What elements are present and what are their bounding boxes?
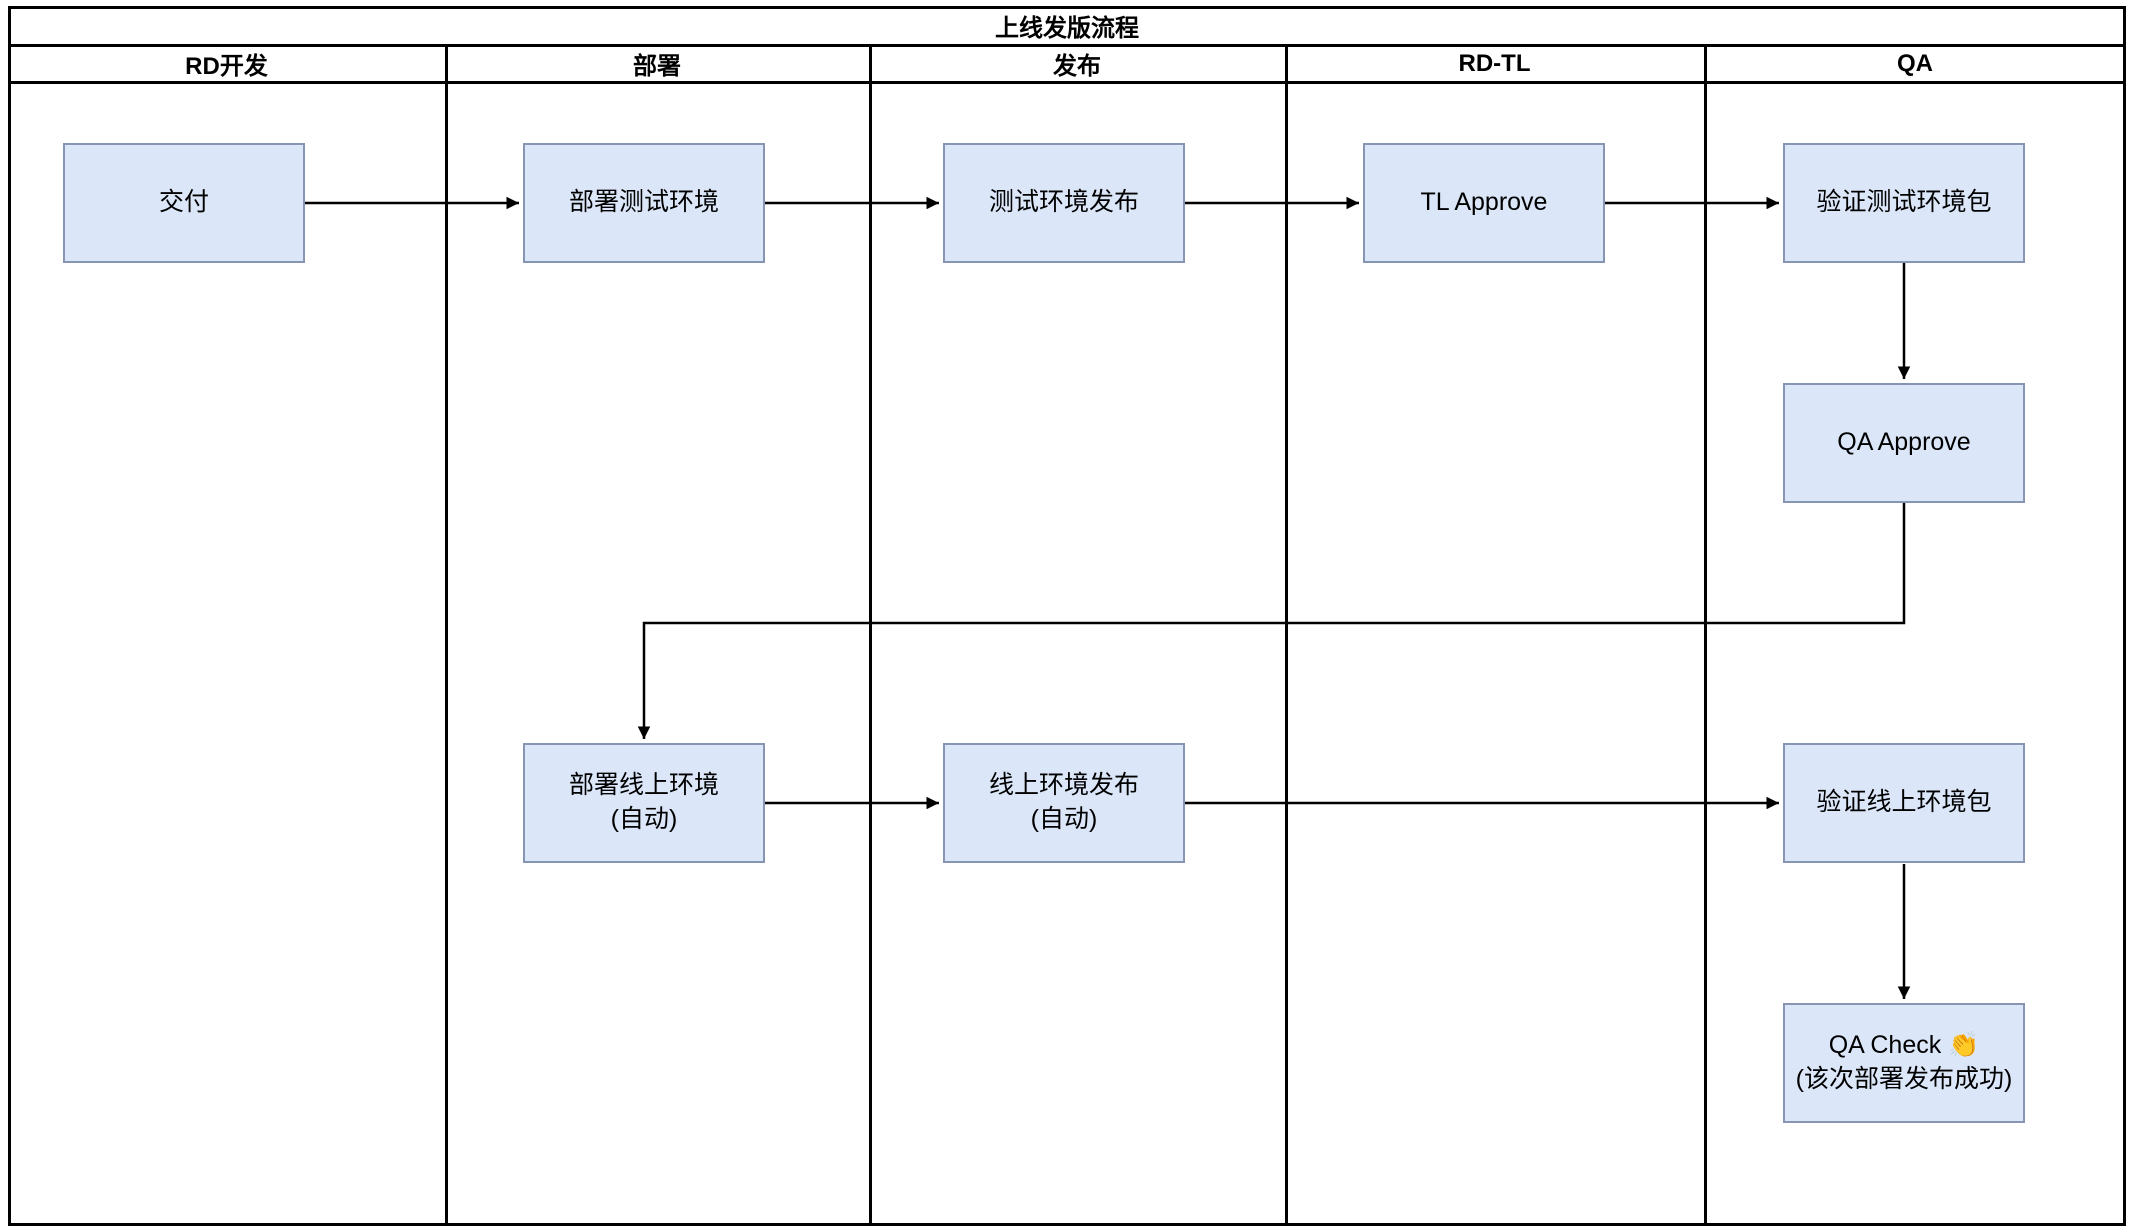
lane-header-deploy: 部署 xyxy=(633,53,681,80)
node-prod-env-release-label: 线上环境发布 xyxy=(988,771,1139,800)
node-qa-approve[interactable]: QA Approve xyxy=(1783,383,2025,503)
node-deliver[interactable]: 交付 xyxy=(63,143,305,263)
node-qa-check-label: QA Check 👏 xyxy=(1828,1031,1980,1060)
lane-header-qa: QA xyxy=(1897,49,1933,77)
lane-header-divider-line xyxy=(8,81,2126,84)
node-qa-check[interactable]: QA Check 👏 (该次部署发布成功) xyxy=(1783,1003,2025,1123)
node-deploy-prod-env-label: 部署线上环境 xyxy=(568,771,719,800)
node-verify-prod-env-package-label: 验证线上环境包 xyxy=(1816,788,1992,817)
node-deploy-test-env-label: 部署测试环境 xyxy=(568,188,719,217)
node-prod-env-release[interactable]: 线上环境发布 (自动) xyxy=(943,743,1185,863)
lane-header-rd-tl: RD-TL xyxy=(1458,49,1531,77)
node-deliver-label: 交付 xyxy=(158,188,209,217)
node-tl-approve-label: TL Approve xyxy=(1420,188,1548,217)
lane-separator-2 xyxy=(869,44,872,1226)
node-verify-prod-env-package[interactable]: 验证线上环境包 xyxy=(1783,743,2025,863)
lane-header-release: 发布 xyxy=(1053,53,1101,80)
node-prod-env-release-sublabel: (自动) xyxy=(1030,805,1098,833)
edge-qa-approve-to-deploy-prod xyxy=(637,503,1906,739)
node-verify-test-env-package[interactable]: 验证测试环境包 xyxy=(1783,143,2025,263)
node-qa-approve-label: QA Approve xyxy=(1837,428,1971,457)
node-deploy-prod-env-sublabel: (自动) xyxy=(610,805,678,833)
node-tl-approve[interactable]: TL Approve xyxy=(1363,143,1605,263)
lane-separator-4 xyxy=(1704,44,1707,1226)
node-deploy-test-env[interactable]: 部署测试环境 xyxy=(523,143,765,263)
node-verify-test-env-package-label: 验证测试环境包 xyxy=(1816,188,1992,217)
lane-separator-3 xyxy=(1285,44,1288,1226)
pool-frame xyxy=(8,6,2126,1226)
node-qa-check-sublabel: (该次部署发布成功) xyxy=(1795,1065,2013,1093)
lane-separator-1 xyxy=(445,44,448,1226)
node-test-env-release[interactable]: 测试环境发布 xyxy=(943,143,1185,263)
title-divider-line xyxy=(8,44,2126,47)
lane-header-rd-dev: RD开发 xyxy=(185,53,268,80)
node-test-env-release-label: 测试环境发布 xyxy=(988,188,1139,217)
node-deploy-prod-env[interactable]: 部署线上环境 (自动) xyxy=(523,743,765,863)
pool-title: 上线发版流程 xyxy=(995,14,1139,42)
